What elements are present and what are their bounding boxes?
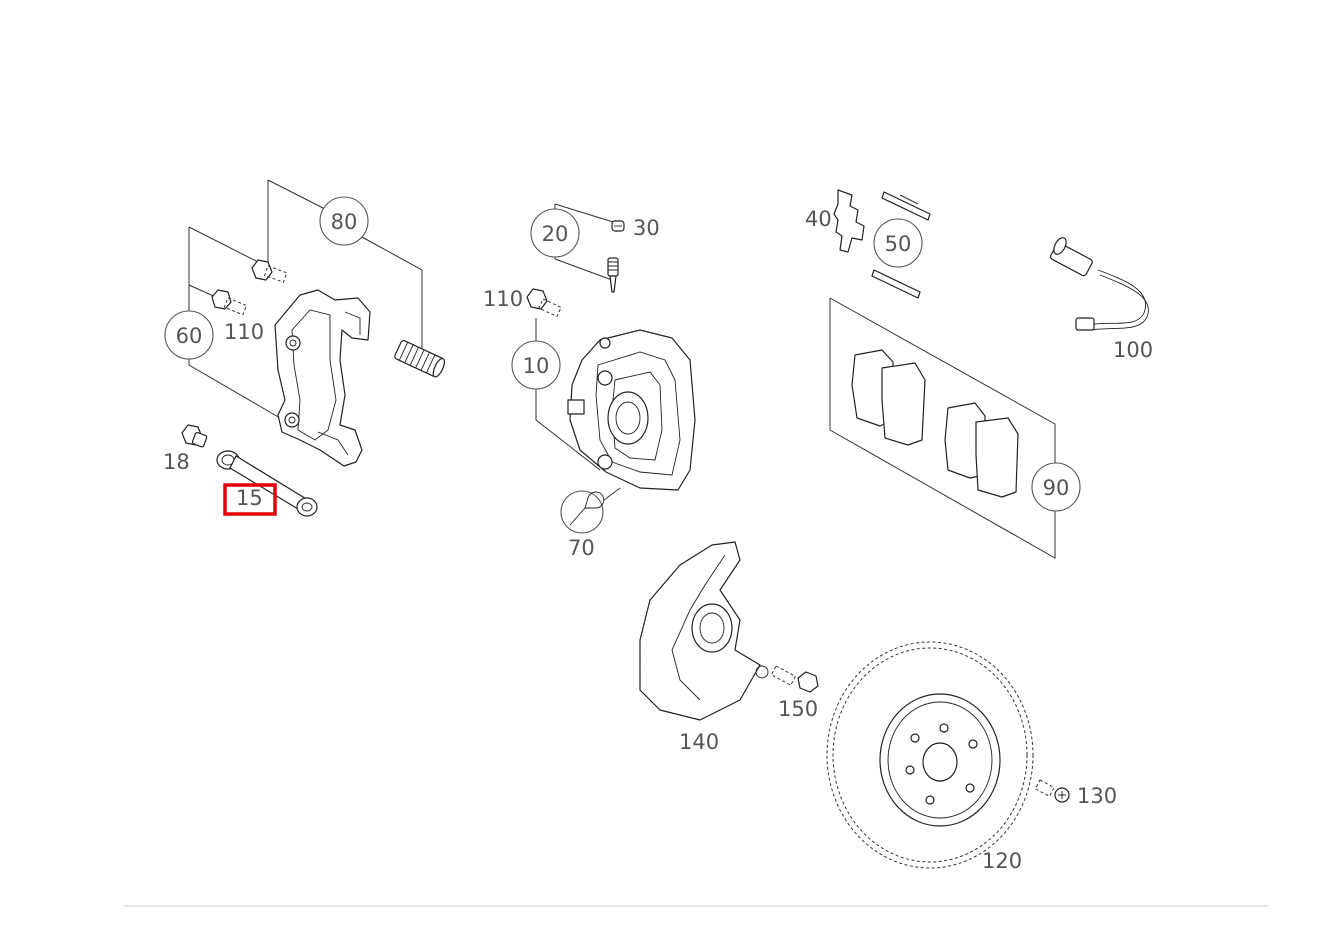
label-100[interactable]: 100 — [1113, 338, 1153, 362]
callout-60[interactable]: 60 — [164, 310, 214, 360]
callout-90-label: 90 — [1043, 476, 1070, 500]
guide-sleeve[interactable] — [394, 340, 447, 379]
brake-disc-120[interactable] — [826, 641, 1034, 869]
label-18[interactable]: 18 — [163, 450, 190, 474]
bolt-110-left[interactable] — [211, 289, 248, 316]
callout-50-label: 50 — [885, 232, 912, 256]
bolt-18[interactable] — [181, 424, 208, 448]
group-90-lines — [829, 297, 1056, 559]
group-10-lines — [535, 318, 601, 471]
label-15[interactable]: 15 — [236, 486, 263, 510]
callout-10-label: 10 — [523, 354, 550, 378]
bolt-80[interactable] — [251, 259, 288, 283]
label-110-middle[interactable]: 110 — [483, 287, 523, 311]
label-140[interactable]: 140 — [679, 730, 719, 754]
callout-50[interactable]: 50 — [873, 218, 923, 268]
bolt-150[interactable] — [770, 665, 819, 693]
callout-90[interactable]: 90 — [1031, 462, 1081, 512]
callout-60-label: 60 — [176, 324, 203, 348]
bleed-cap-30[interactable] — [611, 220, 625, 232]
callout-10[interactable]: 10 — [511, 340, 561, 390]
label-70[interactable]: 70 — [568, 536, 595, 560]
callout-80-label: 80 — [331, 210, 358, 234]
screw-130[interactable] — [1034, 779, 1070, 803]
callout-80[interactable]: 80 — [319, 196, 369, 246]
callout-20[interactable]: 20 — [530, 208, 580, 258]
callout-20-label: 20 — [542, 222, 569, 246]
label-130[interactable]: 130 — [1077, 784, 1117, 808]
wear-sensor-100[interactable] — [1050, 236, 1149, 331]
label-40[interactable]: 40 — [805, 207, 832, 231]
pins-50[interactable] — [871, 191, 931, 299]
label-30[interactable]: 30 — [633, 216, 660, 240]
bleed-screw-20[interactable] — [607, 257, 619, 293]
anti-rattle-spring-40[interactable] — [833, 189, 865, 253]
label-150[interactable]: 150 — [778, 697, 818, 721]
brake-pads-90[interactable] — [851, 349, 1019, 498]
label-120[interactable]: 120 — [982, 849, 1022, 873]
dust-shield-140[interactable] — [639, 541, 769, 721]
tightening-torque-70[interactable] — [560, 487, 621, 534]
brake-caliper[interactable] — [567, 329, 696, 491]
selection-highlight — [223, 483, 277, 516]
label-110-left[interactable]: 110 — [224, 320, 264, 344]
caliper-carrier[interactable] — [274, 289, 371, 467]
bolt-110-middle[interactable] — [526, 288, 562, 318]
